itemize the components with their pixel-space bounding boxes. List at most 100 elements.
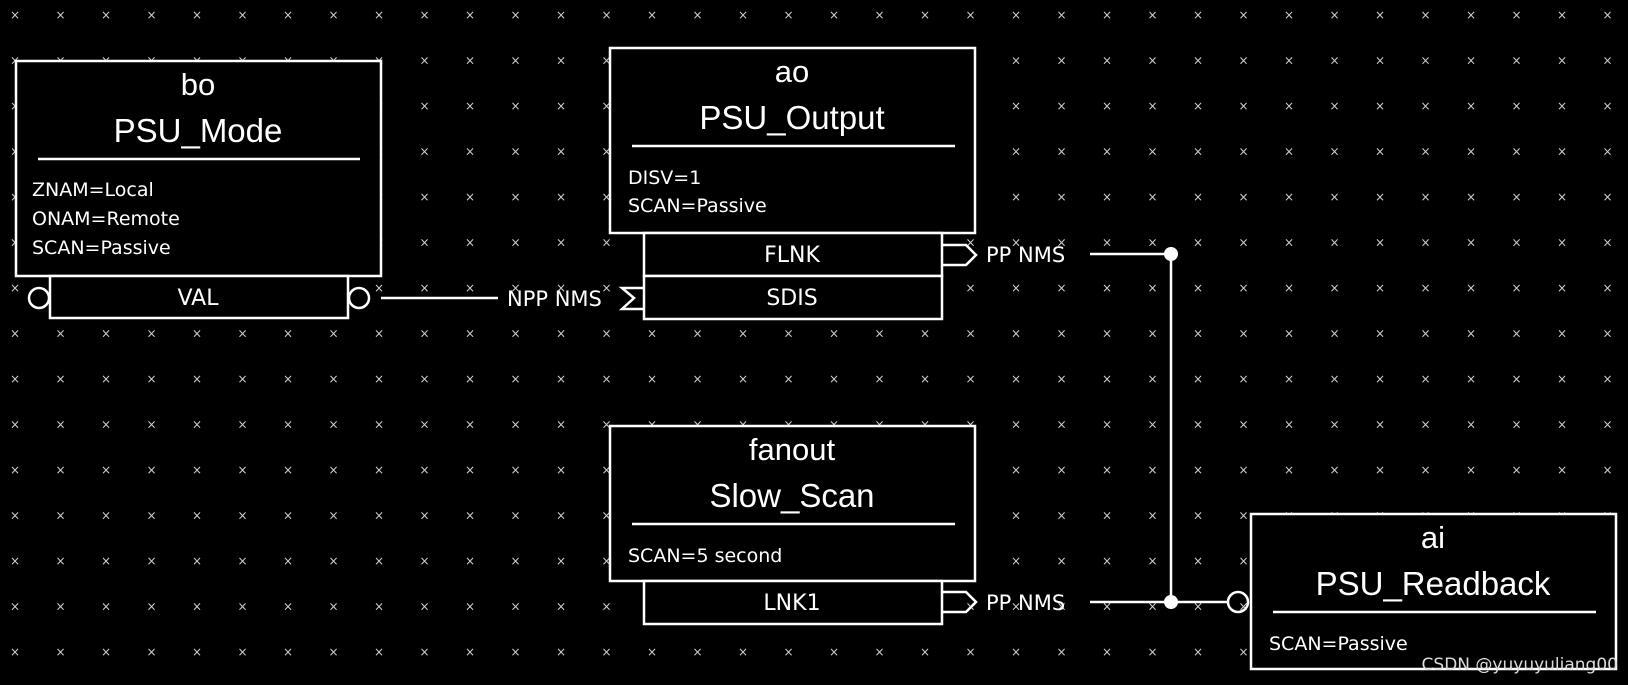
grid-mark: × <box>1238 372 1248 386</box>
grid-mark: × <box>965 645 975 659</box>
grid-mark: × <box>146 645 156 659</box>
link-label: PP NMS <box>986 243 1065 267</box>
grid-mark: × <box>1102 372 1112 386</box>
grid-mark: × <box>1056 418 1066 432</box>
grid-mark: × <box>1056 509 1066 523</box>
grid-mark: × <box>1284 145 1294 159</box>
grid-mark: × <box>965 236 975 250</box>
grid-mark: × <box>1102 190 1112 204</box>
record-name: PSU_Readback <box>1316 565 1551 602</box>
grid-mark: × <box>1284 8 1294 22</box>
grid-mark: × <box>601 145 611 159</box>
grid-mark: × <box>237 554 247 568</box>
grid-mark: × <box>101 463 111 477</box>
grid-mark: × <box>510 145 520 159</box>
grid-mark: × <box>1238 99 1248 113</box>
grid-mark: × <box>1056 145 1066 159</box>
grid-mark: × <box>1511 372 1521 386</box>
grid-mark: × <box>419 281 429 295</box>
grid-mark: × <box>1056 463 1066 477</box>
grid-mark: × <box>10 600 20 614</box>
record-body <box>14 59 383 278</box>
grid-mark: × <box>1147 463 1157 477</box>
grid-mark: × <box>1056 645 1066 659</box>
record-ao-psu-output[interactable]: ao PSU_Output DISV=1 SCAN=Passive FLNK S… <box>608 46 978 321</box>
port-box <box>48 274 350 320</box>
port-lnk1[interactable]: LNK1 <box>642 579 978 626</box>
grid-mark: × <box>1102 8 1112 22</box>
grid-mark: × <box>465 145 475 159</box>
port-val[interactable]: VAL <box>27 274 371 320</box>
grid-mark: × <box>465 54 475 68</box>
grid-mark: × <box>1420 327 1430 341</box>
record-type: ao <box>775 54 809 89</box>
grid-mark: × <box>10 418 20 432</box>
grid-mark: × <box>1147 8 1157 22</box>
grid-mark: × <box>1511 145 1521 159</box>
field-scan: SCAN=Passive <box>1269 633 1408 655</box>
grid-mark: × <box>1466 99 1476 113</box>
grid-mark: × <box>146 600 156 614</box>
grid-mark: × <box>829 372 839 386</box>
grid-mark: × <box>783 372 793 386</box>
port-box <box>642 231 944 278</box>
grid-mark: × <box>1011 645 1021 659</box>
grid-mark: × <box>328 327 338 341</box>
grid-mark: × <box>1056 54 1066 68</box>
grid-mark: × <box>556 145 566 159</box>
grid-mark: × <box>1193 645 1203 659</box>
grid-mark: × <box>1011 554 1021 568</box>
grid-mark: × <box>10 509 20 523</box>
grid-mark: × <box>1420 8 1430 22</box>
grid-mark: × <box>738 418 748 432</box>
grid-mark: × <box>101 600 111 614</box>
link-label: NPP NMS <box>507 287 602 311</box>
grid-mark: × <box>192 418 202 432</box>
grid-mark: × <box>374 8 384 22</box>
grid-mark: × <box>419 600 429 614</box>
grid-mark: × <box>1511 281 1521 295</box>
grid-mark: × <box>1466 327 1476 341</box>
grid-mark: × <box>1466 281 1476 295</box>
output-arrow-icon <box>942 590 978 614</box>
grid-mark: × <box>920 418 930 432</box>
grid-mark: × <box>1056 554 1066 568</box>
port-flnk[interactable]: FLNK <box>642 231 978 278</box>
grid-mark: × <box>920 327 930 341</box>
grid-mark: × <box>920 645 930 659</box>
grid-mark: × <box>1329 8 1339 22</box>
link-flnk-to-ai[interactable]: PP NMS <box>986 243 1178 602</box>
grid-mark: × <box>419 145 429 159</box>
grid-mark: × <box>465 645 475 659</box>
grid-mark: × <box>1511 418 1521 432</box>
grid-mark: × <box>192 509 202 523</box>
grid-mark: × <box>374 418 384 432</box>
link-lnk1-to-ai[interactable]: PP NMS <box>986 591 1228 615</box>
grid-mark: × <box>237 509 247 523</box>
grid-mark: × <box>1238 600 1248 614</box>
grid-mark: × <box>1102 54 1112 68</box>
grid-mark: × <box>1056 236 1066 250</box>
port-sdis[interactable]: SDIS <box>618 274 944 321</box>
grid-mark: × <box>465 418 475 432</box>
grid-mark: × <box>1011 8 1021 22</box>
grid-mark: × <box>465 8 475 22</box>
grid-mark: × <box>692 645 702 659</box>
grid-mark: × <box>1102 600 1112 614</box>
record-ai-psu-readback[interactable]: ai PSU_Readback SCAN=Passive <box>1226 512 1618 671</box>
port-label: FLNK <box>764 243 820 268</box>
grid-mark: × <box>1375 145 1385 159</box>
record-fanout-slow-scan[interactable]: fanout Slow_Scan SCAN=5 second LNK1 <box>608 424 978 626</box>
grid-mark: × <box>192 645 202 659</box>
link-val-to-sdis[interactable]: NPP NMS <box>381 287 602 311</box>
record-bo-psu-mode[interactable]: bo PSU_Mode ZNAM=Local ONAM=Remote SCAN=… <box>14 59 383 320</box>
grid-mark: × <box>1147 372 1157 386</box>
grid-mark: × <box>510 190 520 204</box>
grid-mark: × <box>1238 509 1248 523</box>
grid-mark: × <box>328 463 338 477</box>
grid-mark: × <box>1147 236 1157 250</box>
grid-mark: × <box>1193 554 1203 568</box>
grid-mark: × <box>556 190 566 204</box>
grid-mark: × <box>1557 418 1567 432</box>
grid-mark: × <box>192 8 202 22</box>
